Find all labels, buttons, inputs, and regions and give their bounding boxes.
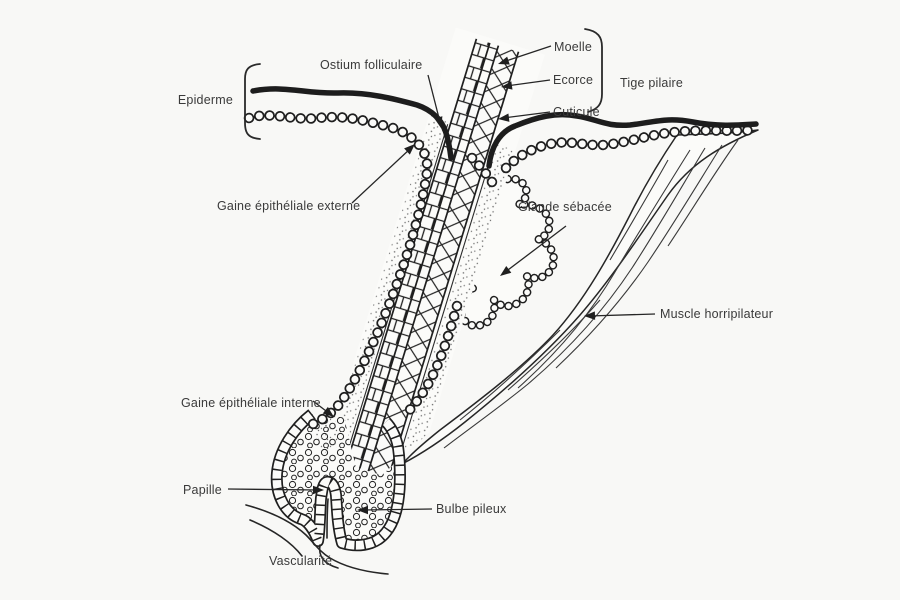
leader-muscle [588, 313, 656, 317]
arrowhead-muscle [584, 311, 596, 320]
arrowhead-ostium [434, 116, 443, 128]
arrowhead-gaine-interne [322, 406, 334, 417]
epiderme-bracket [244, 63, 261, 140]
leader-glande [503, 225, 567, 274]
label-epiderme: Epiderme [178, 93, 233, 107]
label-glande: Glande sébacée [518, 200, 612, 214]
label-gaine-interne: Gaine épithéliale interne [181, 396, 321, 410]
shaft-medulla-band [357, 43, 499, 478]
leader-cuticule [502, 111, 551, 119]
arrowhead-moelle [498, 56, 510, 65]
label-cuticule: Cuticule [553, 105, 600, 119]
muscle-striations [443, 139, 739, 449]
arrowhead-gaine-externe [404, 144, 415, 155]
epidermis-surface [250, 86, 759, 169]
leader-ecorce [505, 79, 551, 87]
epidermis-surface-right [486, 111, 759, 169]
leader-bulbe [361, 508, 433, 511]
arrowhead-ecorce [501, 81, 513, 90]
leader-lines [227, 45, 656, 511]
epidermis-surface-left [250, 86, 454, 161]
label-ecorce: Ecorce [553, 73, 593, 87]
tige-pilaire-bracket [584, 28, 603, 113]
label-moelle: Moelle [554, 40, 592, 54]
arrowhead-bulbe [357, 505, 368, 515]
shaft-cortex-left-band [344, 38, 490, 476]
leader-gaine-externe [351, 147, 412, 204]
labels: Epiderme Ostium folliculaire Moelle Ecor… [178, 40, 773, 568]
label-gaine-externe: Gaine épithéliale externe [217, 199, 360, 213]
label-vascularite: Vascularité [269, 554, 332, 568]
arrowhead-glande [500, 266, 512, 276]
label-tige-pilaire: Tige pilaire [620, 76, 683, 90]
arrowhead-papille [313, 485, 324, 495]
label-muscle: Muscle horripilateur [660, 307, 773, 321]
arrowheads [313, 56, 596, 515]
shaft-cortex-right-band [366, 45, 519, 485]
inner-sheath-line-right [392, 148, 495, 477]
leader-papille [227, 488, 319, 491]
label-papille: Papille [183, 483, 222, 497]
blood-vessels [245, 498, 389, 575]
label-ostium: Ostium folliculaire [320, 58, 422, 72]
leader-ostium [427, 74, 441, 123]
leader-moelle [502, 45, 552, 63]
arrector-muscle [401, 129, 759, 465]
arrowhead-cuticule [498, 113, 510, 122]
label-bulbe: Bulbe pileux [436, 502, 507, 516]
muscle-body [401, 129, 759, 465]
